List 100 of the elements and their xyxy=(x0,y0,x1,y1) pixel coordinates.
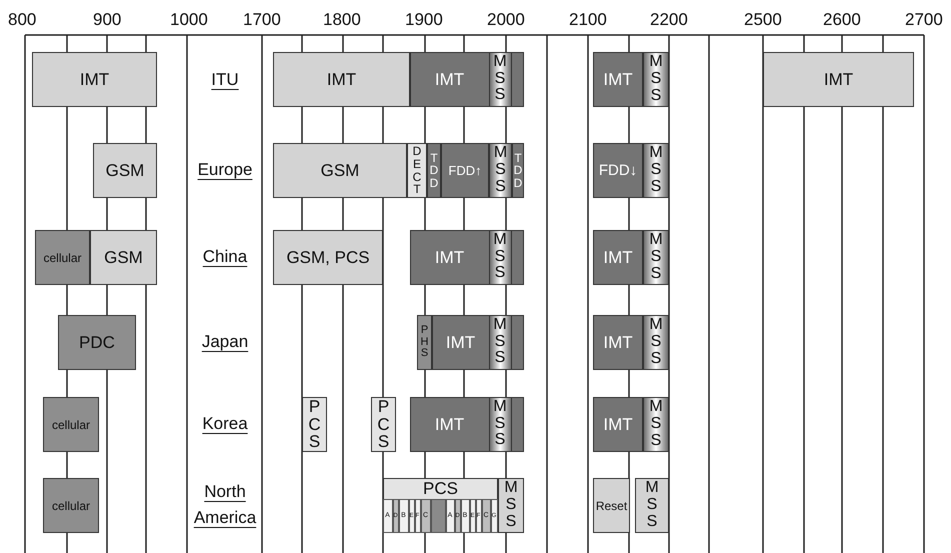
band-label: cellular xyxy=(43,250,82,264)
band-label: PCS xyxy=(307,398,322,452)
band-label: GSM, PCS xyxy=(286,248,370,268)
band-label: IMT xyxy=(603,70,633,90)
band-label: GSM xyxy=(104,248,143,268)
frequency-band xyxy=(302,397,327,452)
band-label: cellular xyxy=(52,418,90,432)
band-label: GSM xyxy=(320,160,360,180)
frequency-band xyxy=(410,397,524,452)
frequency-band xyxy=(410,52,524,107)
band-label: MSS xyxy=(648,317,664,368)
frequency-band xyxy=(593,143,643,198)
frequency-band xyxy=(512,143,524,198)
frequency-tick-label: 1700 xyxy=(243,10,281,30)
frequency-band xyxy=(763,52,914,107)
band-label: IMT xyxy=(824,70,854,90)
frequency-band xyxy=(593,230,643,285)
frequency-band xyxy=(643,397,669,452)
band-label: IMT xyxy=(603,248,633,268)
frequency-tick-label: 900 xyxy=(93,10,122,30)
frequency-band xyxy=(417,315,432,370)
frequency-band xyxy=(43,478,99,533)
region-label: Japan xyxy=(200,331,250,353)
frequency-band xyxy=(371,397,396,452)
band-label: MSS xyxy=(503,480,519,531)
band-label: IMT xyxy=(434,70,466,90)
region-label: Europe xyxy=(196,159,254,181)
frequency-band xyxy=(635,478,669,533)
frequency-band xyxy=(90,230,157,285)
band-label: IMT xyxy=(434,414,466,434)
band-label: MSS xyxy=(492,145,508,196)
frequency-band xyxy=(420,498,430,532)
frequency-band xyxy=(407,143,427,198)
frequency-band xyxy=(643,230,669,285)
band-label: GSM xyxy=(106,160,144,180)
band-label: MSS xyxy=(644,480,660,531)
band-label: MSS xyxy=(492,54,508,104)
band-label: MSS xyxy=(648,145,664,196)
frequency-band xyxy=(643,143,669,198)
frequency-band xyxy=(410,230,524,285)
frequency-band xyxy=(488,52,512,106)
band-label: FDD↑ xyxy=(448,163,482,178)
band-label: MSS xyxy=(648,399,664,450)
frequency-band xyxy=(643,315,669,370)
frequency-tick-label: 1000 xyxy=(170,10,208,30)
frequency-band xyxy=(498,478,524,533)
frequency-band xyxy=(489,143,512,198)
frequency-tick-label: 800 xyxy=(8,10,36,30)
frequency-band xyxy=(432,315,524,370)
band-label: PCS xyxy=(422,479,459,499)
band-label: PCS xyxy=(376,398,391,452)
band-label: MSS xyxy=(492,232,508,282)
frequency-band xyxy=(93,143,157,198)
frequency-tick-label: 1800 xyxy=(323,10,361,30)
frequency-band xyxy=(593,315,643,370)
band-label: FDD↓ xyxy=(598,162,638,179)
frequency-band xyxy=(593,52,643,107)
frequency-band xyxy=(441,143,489,198)
frequency-band xyxy=(488,314,512,370)
band-label: DECT xyxy=(412,145,422,196)
band-label: MSS xyxy=(648,54,664,105)
region-label: Korea xyxy=(201,413,249,435)
region-label: ITU xyxy=(210,69,240,91)
frequency-tick-label: 2700 xyxy=(905,10,943,30)
frequency-band xyxy=(32,52,157,107)
frequency-band xyxy=(398,498,408,532)
frequency-band xyxy=(273,52,410,107)
frequency-band xyxy=(43,397,99,452)
frequency-tick-label: 1900 xyxy=(405,10,443,30)
band-label: IMT xyxy=(444,332,476,352)
band-label: IMT xyxy=(80,70,110,90)
band-label: MSS xyxy=(492,316,508,368)
frequency-band xyxy=(593,397,643,452)
frequency-band xyxy=(382,498,392,532)
frequency-band xyxy=(35,230,90,285)
frequency-tick-label: 2600 xyxy=(823,10,861,30)
band-label: IMT xyxy=(434,248,466,268)
frequency-band xyxy=(488,230,512,284)
frequency-tick-label: 2200 xyxy=(650,10,688,30)
band-label: MSS xyxy=(648,232,664,283)
band-label: IMT xyxy=(603,332,633,352)
band-label: TDD xyxy=(428,152,440,190)
band-label: MSS xyxy=(492,398,508,450)
band-label: IMT xyxy=(603,414,633,434)
band-label: PDC xyxy=(79,332,115,352)
frequency-band xyxy=(273,230,383,285)
band-label: cellular xyxy=(52,498,90,512)
frequency-band xyxy=(383,478,498,533)
band-label: TDD xyxy=(513,152,523,190)
region-label: North America xyxy=(192,481,258,529)
frequency-band xyxy=(427,143,441,198)
band-label: Reset xyxy=(596,498,628,512)
frequency-band xyxy=(58,315,136,370)
frequency-tick-label: 2100 xyxy=(569,10,607,30)
frequency-tick-label: 2500 xyxy=(744,10,782,30)
region-label: China xyxy=(202,246,248,268)
frequency-band xyxy=(273,143,407,198)
frequency-band xyxy=(488,396,512,452)
frequency-tick-label: 2000 xyxy=(487,10,525,30)
frequency-band xyxy=(430,498,446,532)
